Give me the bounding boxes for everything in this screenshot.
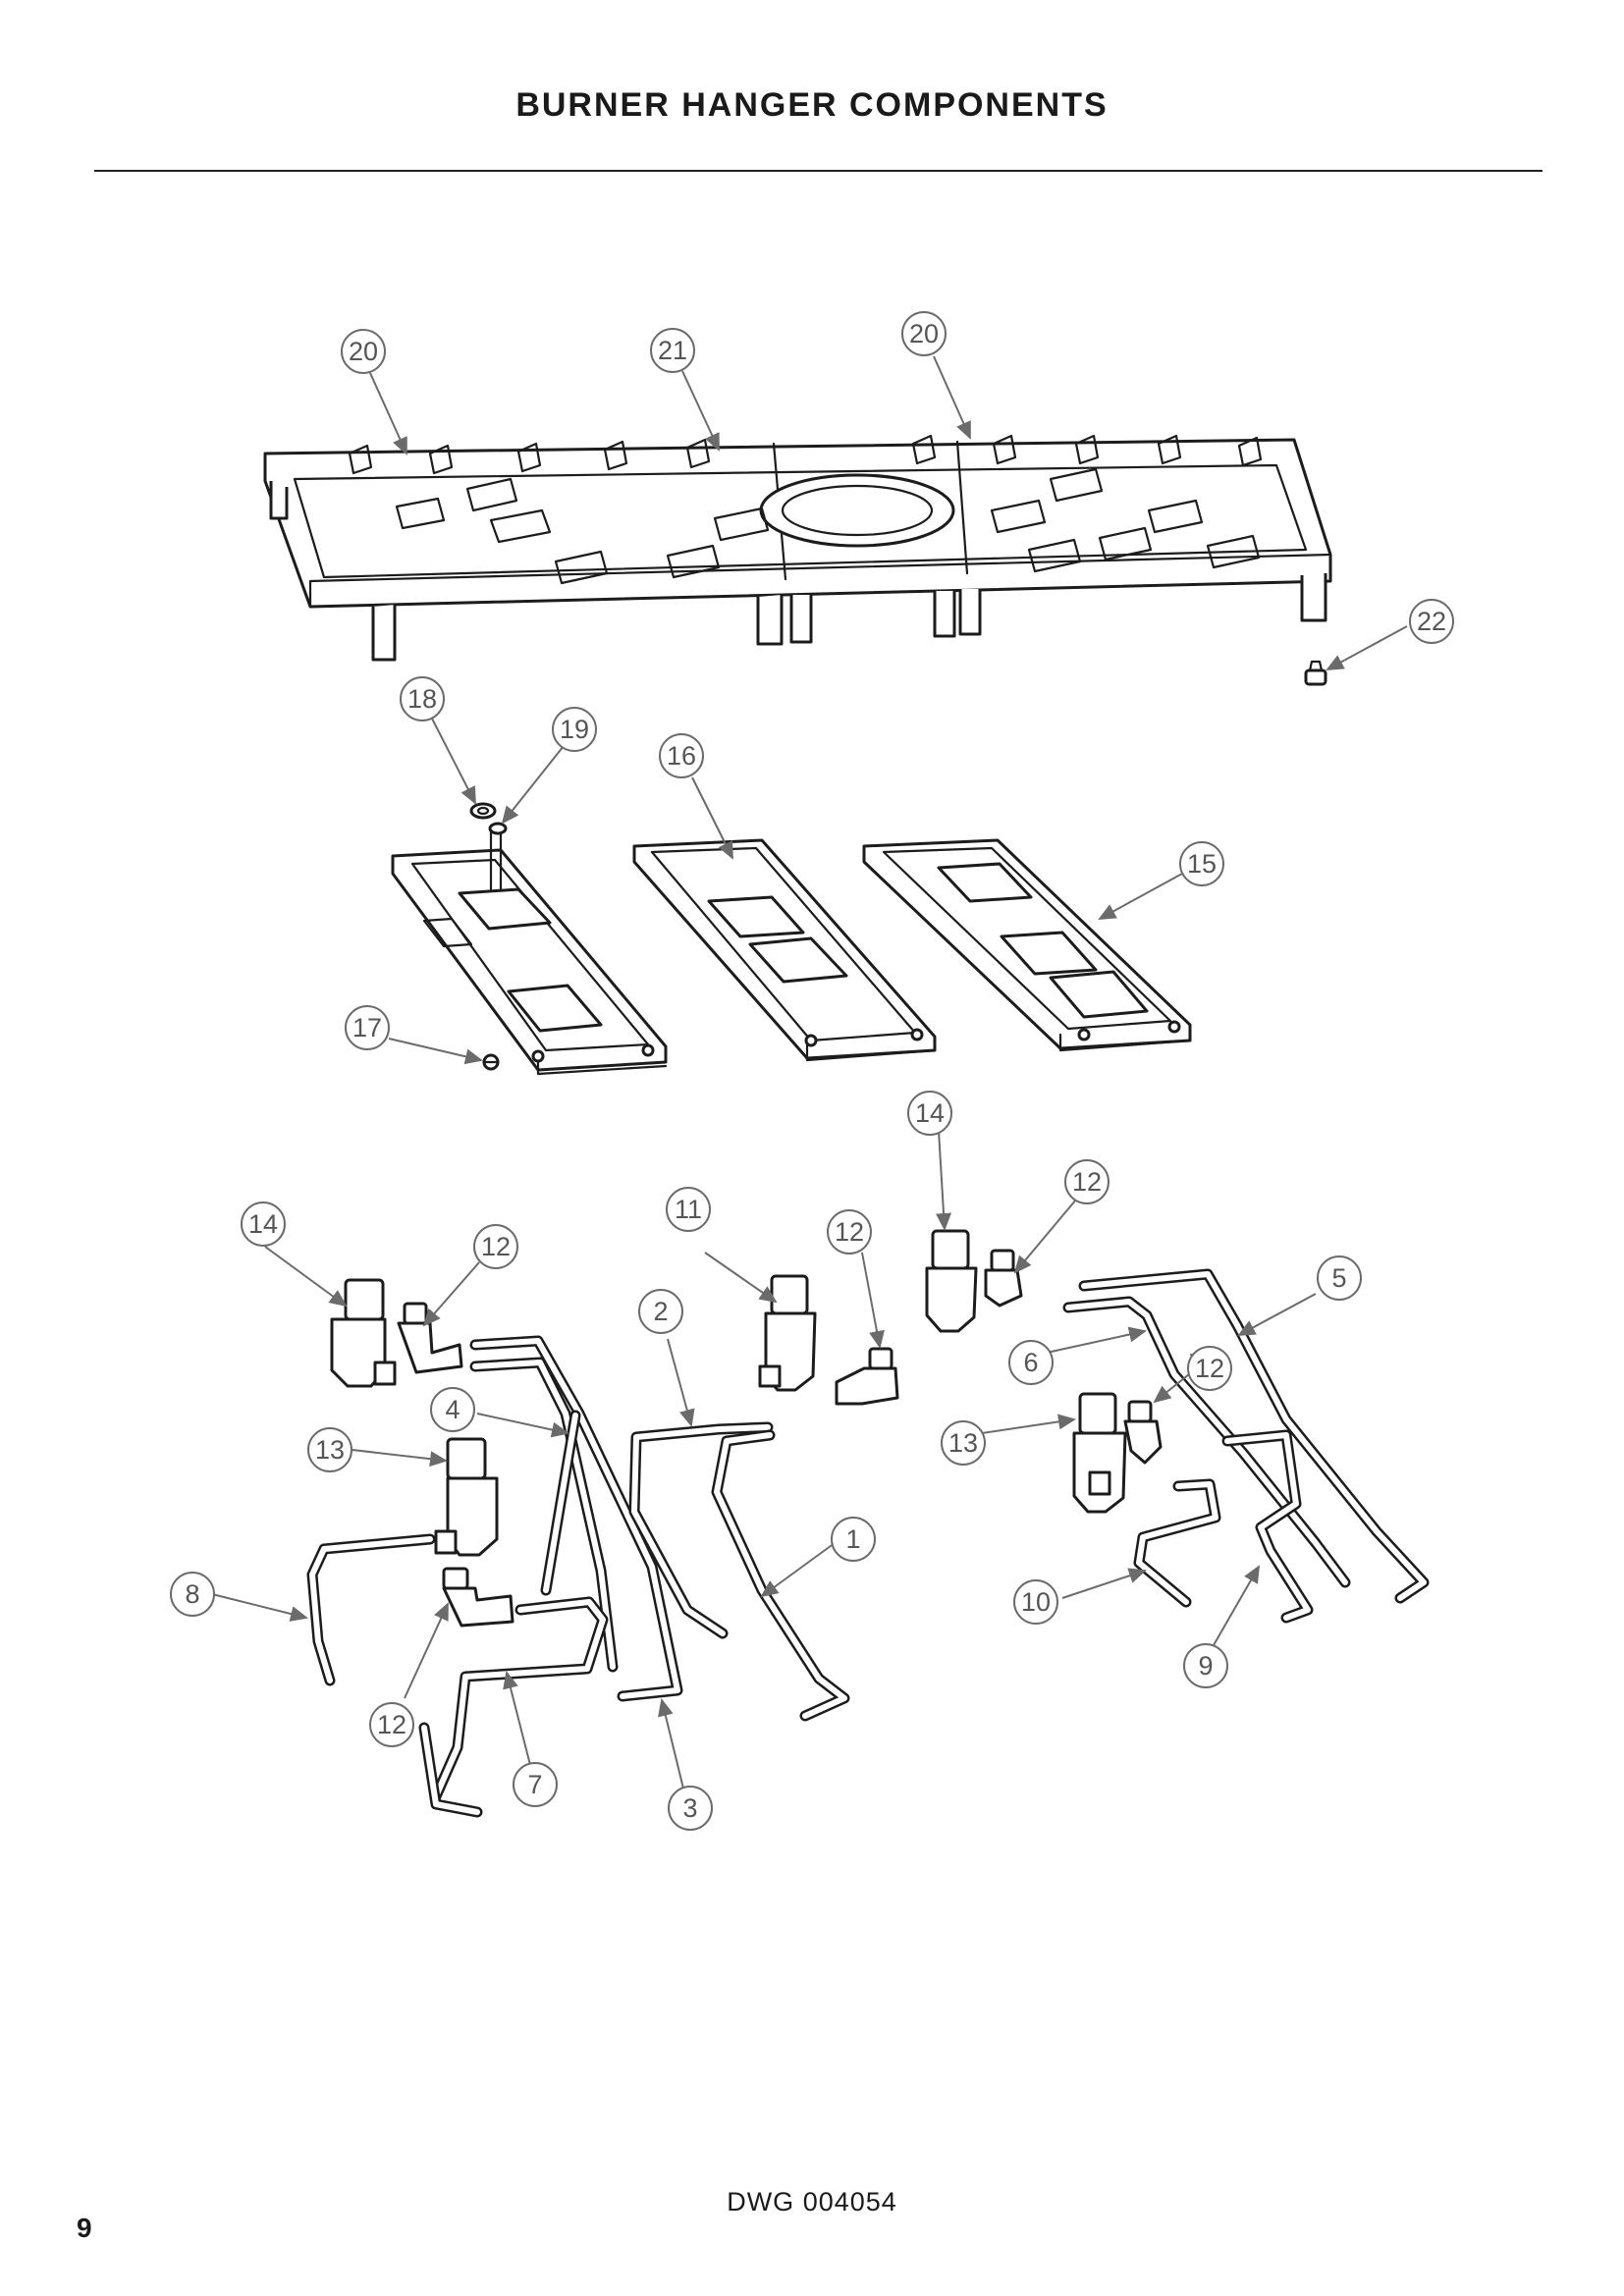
callout-12-right-top: 12 [1064,1159,1110,1204]
callout-label: 12 [377,1710,406,1739]
rubber-foot [1304,660,1327,686]
callout-label: 14 [915,1098,945,1128]
callout-label: 18 [407,684,437,714]
callout-15: 15 [1179,841,1224,886]
callout-8: 8 [170,1572,215,1617]
callout-label: 8 [185,1579,199,1609]
callout-2: 2 [638,1289,683,1334]
callout-label: 16 [667,741,696,771]
elbow-left-bottom [442,1567,514,1628]
callout-14-middle: 14 [907,1091,952,1136]
burner-hanger-right [862,838,1192,1052]
valve-left-top [330,1278,397,1388]
callout-label: 12 [1195,1354,1224,1383]
callout-20-right: 20 [901,311,947,356]
washer-large [469,802,497,820]
callout-22: 22 [1409,599,1454,644]
callout-21: 21 [650,328,695,373]
callout-18: 18 [400,676,445,721]
callout-label: 19 [560,715,589,744]
callout-13-right: 13 [941,1420,986,1466]
callout-12-left-bottom: 12 [369,1702,414,1747]
callout-10: 10 [1013,1579,1058,1625]
callout-5: 5 [1317,1255,1362,1301]
elbow-middle [835,1347,899,1406]
callout-1: 1 [831,1517,876,1562]
callout-label: 20 [349,337,378,366]
callout-label: 12 [481,1232,511,1261]
valve-right-middle [1072,1392,1127,1514]
callout-13-left: 13 [307,1427,352,1472]
callout-label: 9 [1198,1651,1213,1681]
screw [482,1053,500,1071]
callout-20-left: 20 [341,329,386,374]
callout-label: 20 [909,319,939,348]
callout-label: 17 [352,1013,382,1042]
callout-label: 13 [315,1435,345,1465]
callout-6: 6 [1008,1340,1054,1385]
callout-11: 11 [666,1187,711,1232]
burner-hanger-middle [632,838,937,1062]
callout-label: 13 [948,1428,978,1458]
callout-label: 5 [1331,1263,1346,1293]
callout-3: 3 [668,1786,713,1831]
callout-label: 10 [1021,1587,1051,1617]
callout-4: 4 [430,1387,475,1432]
callout-12-left-top: 12 [473,1224,518,1269]
elbow-right-middle [1123,1400,1163,1465]
drawing-number: DWG 004054 [727,2187,897,2216]
valve-middle [758,1274,817,1392]
title-divider [94,170,1543,172]
callout-label: 3 [682,1793,697,1823]
callout-9: 9 [1183,1643,1228,1688]
callout-label: 12 [835,1217,864,1247]
callout-label: 12 [1072,1167,1102,1197]
page-number: 9 [77,2213,92,2243]
valve-left-middle [434,1437,499,1557]
washer-small [488,822,508,835]
grate-assembly [263,434,1332,662]
callout-label: 14 [248,1209,278,1239]
callout-12-right-middle: 12 [1187,1346,1232,1391]
gas-pipes [306,1268,1430,1818]
callout-label: 4 [445,1395,460,1424]
burner-hanger-left [391,825,668,1076]
callout-14-left: 14 [241,1201,286,1247]
callout-19: 19 [552,707,597,752]
callout-label: 15 [1187,849,1217,879]
callout-label: 6 [1023,1348,1038,1377]
elbow-right-top [984,1249,1023,1308]
callout-label: 22 [1417,607,1446,636]
callout-17: 17 [345,1005,390,1050]
callout-label: 21 [658,336,687,365]
callout-label: 11 [675,1195,702,1224]
elbow-left-top [397,1302,463,1374]
callout-list: 20 21 20 22 18 19 16 15 17 14 12 11 12 1… [170,311,1454,1831]
callout-label: 2 [653,1297,668,1326]
page-title: BURNER HANGER COMPONENTS [515,86,1109,124]
leader-lines [211,355,1408,1789]
callout-12-middle: 12 [827,1209,872,1255]
callout-label: 1 [845,1524,860,1554]
valve-right-top [925,1229,978,1333]
callout-label: 7 [527,1770,542,1799]
callout-7: 7 [513,1762,558,1807]
callout-16: 16 [659,733,704,778]
